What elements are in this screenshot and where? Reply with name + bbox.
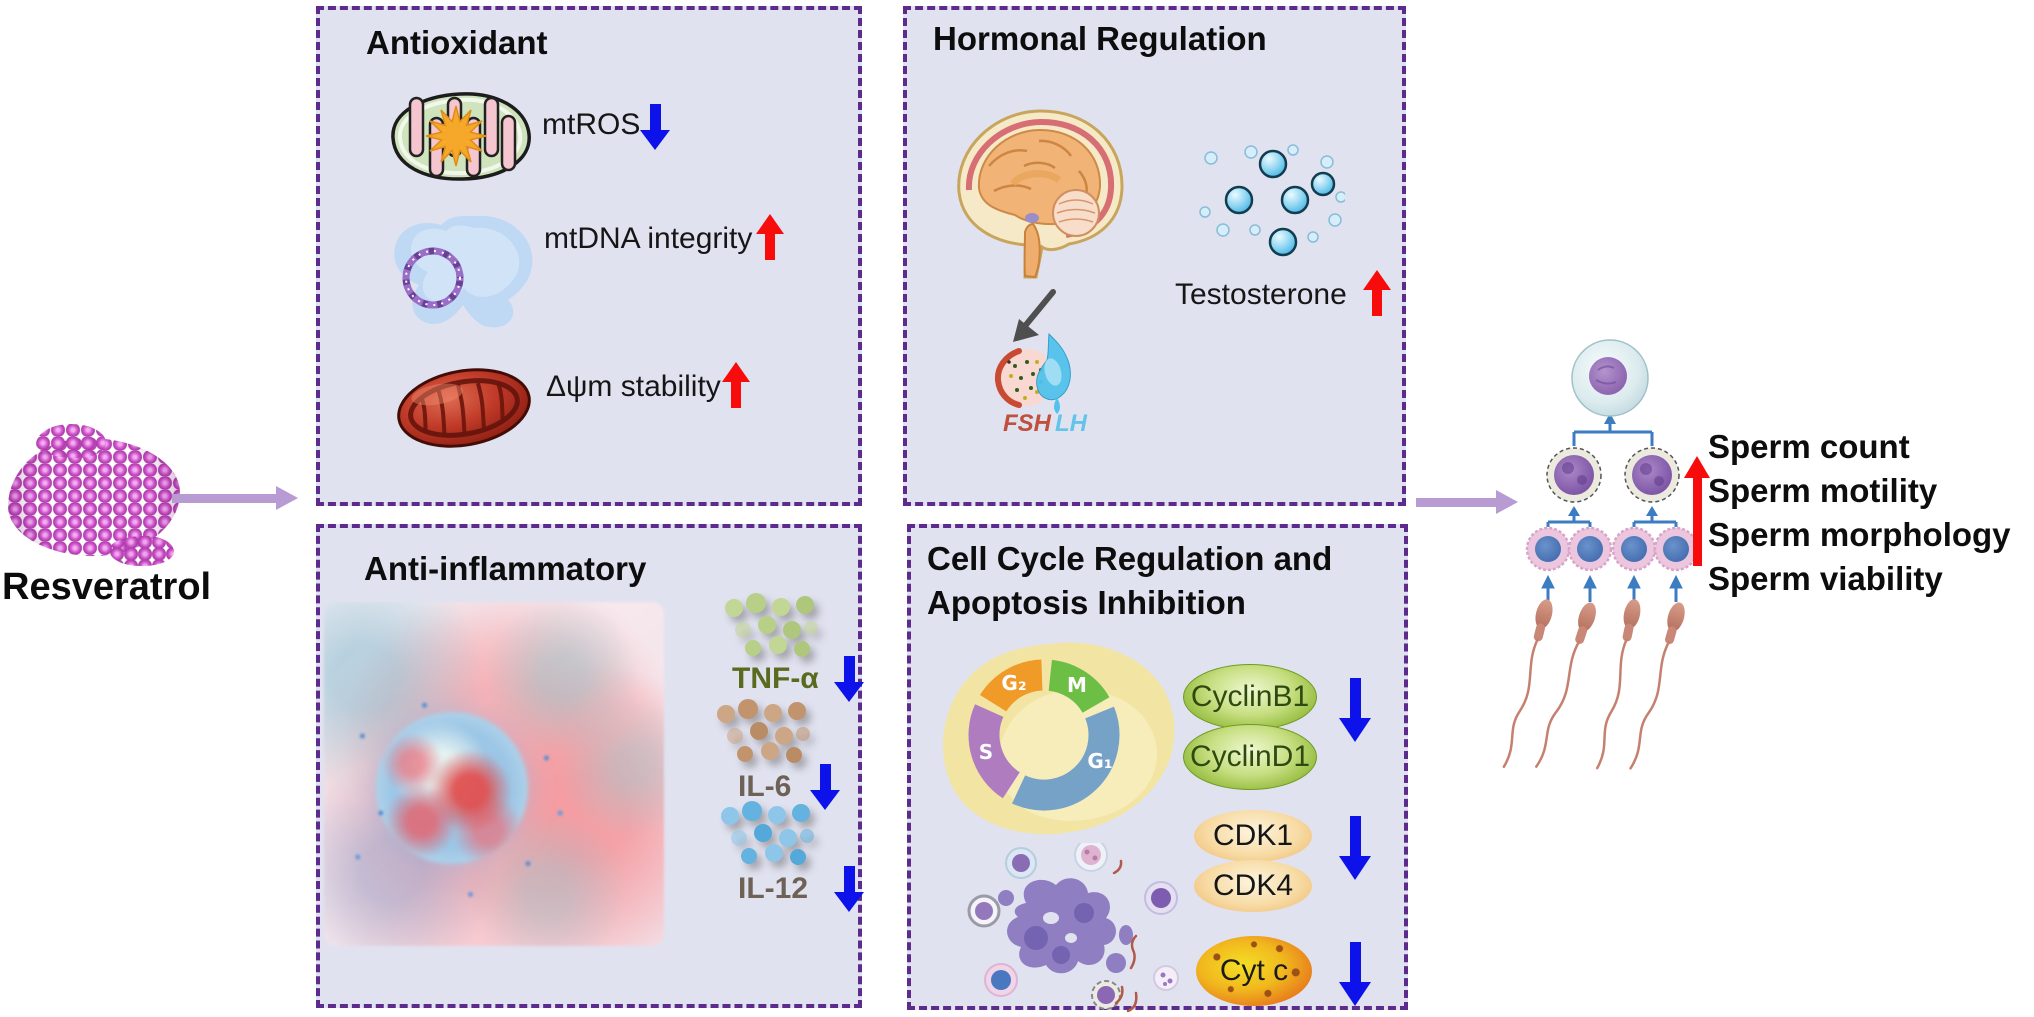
increase-arrow-icon [722,362,750,408]
decrease-arrow-icon [1339,942,1371,1006]
phase-g2-label: G₂ [1001,671,1026,695]
cytc-label: Cyt c [1219,954,1289,987]
decrease-arrow-icon [834,656,864,702]
mitochondria-ros-icon [391,92,531,181]
outcome-sperm-motility: Sperm motility [1708,472,1938,509]
phase-s-label: S [979,740,993,764]
increase-arrow-icon [756,214,784,260]
cdk4-label: CDK4 [1212,869,1294,902]
testosterone-label: Testosterone [1175,278,1347,311]
outcome-sperm-morphology: Sperm morphology [1708,516,2011,553]
decrease-arrow-icon [640,104,670,150]
panel-hormonal-regulation: Hormonal Regulation [903,6,1406,506]
increase-arrow-icon [1363,270,1391,316]
mtdna-integrity-label: mtDNA integrity [544,222,753,255]
apoptotic-cells-icon [967,843,1179,1013]
increase-arrow-icon [1684,456,1710,566]
mtros-label: mtROS [542,108,641,141]
panel-antioxidant-title: Antioxidant [366,24,548,61]
cytc-badge: Cyt c [1196,936,1312,1006]
panel-cell-cycle-title-line2: Apoptosis Inhibition [927,584,1246,621]
phase-m-label: M [1067,673,1087,697]
lh-label: LH [1055,410,1087,437]
il12-molecules-icon [721,801,814,865]
panel-hormonal-title: Hormonal Regulation [933,20,1267,57]
panel-cell-cycle: Cell Cycle Regulation and Apoptosis Inhi… [907,524,1408,1013]
decrease-arrow-icon [834,866,864,912]
release-arrow-icon [1013,289,1056,342]
cell-cycle-diagram: G₂ M G₁ S [942,642,1175,835]
flow-arrow-right-stem [1416,498,1496,507]
flow-arrow-right-head [1496,490,1518,514]
panel-anti-inflammatory: Anti-inflammatory TNF-α [316,524,862,1008]
flow-arrow-right-icon [1416,490,1518,514]
outcome-sperm-count: Sperm count [1708,428,1910,465]
cdk1-label: CDK1 [1212,819,1294,852]
spermatid-cells [1525,526,1699,572]
spermatogenesis-diagram [1500,339,1699,773]
decrease-arrow-icon [1339,816,1371,880]
flow-arrow-left-icon [172,486,298,510]
testosterone-molecules-icon [1199,144,1345,257]
il6-label: IL-6 [738,770,792,803]
inflamed-cell-image [324,602,664,946]
tnf-alpha-label: TNF-α [732,662,819,695]
brain-sagittal-icon [957,109,1124,279]
cyclinb1-label: CyclinB1 [1190,680,1310,713]
panel-anti-inflammatory-title: Anti-inflammatory [364,550,647,587]
cdk4-badge: CDK4 [1194,860,1312,912]
cyclind1-label: CyclinD1 [1189,740,1311,773]
decrease-arrow-icon [1339,678,1371,742]
sperm-cells [1500,596,1690,773]
mitochondria-membrane-icon [397,368,531,448]
pituitary-gland-icon [994,332,1071,414]
spermatogonium-cell [1571,339,1649,417]
flow-arrow-left-head [276,486,298,510]
outcome-sperm-viability: Sperm viability [1708,560,1943,597]
maturation-arrows [1541,574,1683,602]
spermatocyte-cells [1546,447,1680,503]
resveratrol-label: Resveratrol [2,566,212,608]
flow-arrow-left-stem [172,494,276,503]
tnf-molecules-icon [725,593,818,657]
cyclind1-badge: CyclinD1 [1183,724,1317,790]
panel-antioxidant: Antioxidant mtROS mtD [316,6,862,506]
membrane-stability-label: Δψm stability [546,370,721,403]
mitochondria-mtdna-icon [394,215,533,328]
fsh-label: FSH [1003,410,1051,437]
cyclinb1-badge: CyclinB1 [1183,664,1317,730]
panel-cell-cycle-title-line1: Cell Cycle Regulation and [927,540,1333,577]
cdk1-badge: CDK1 [1194,810,1312,862]
il12-label: IL-12 [738,872,809,905]
inflamed-cell-speckles [344,692,574,912]
il6-molecules-icon [717,699,810,763]
lineage-connectors [1546,422,1678,527]
lineage-arrowheads [1568,413,1658,516]
phase-g1-label: G₁ [1087,749,1112,773]
resveratrol-molecule-icon [8,424,180,566]
